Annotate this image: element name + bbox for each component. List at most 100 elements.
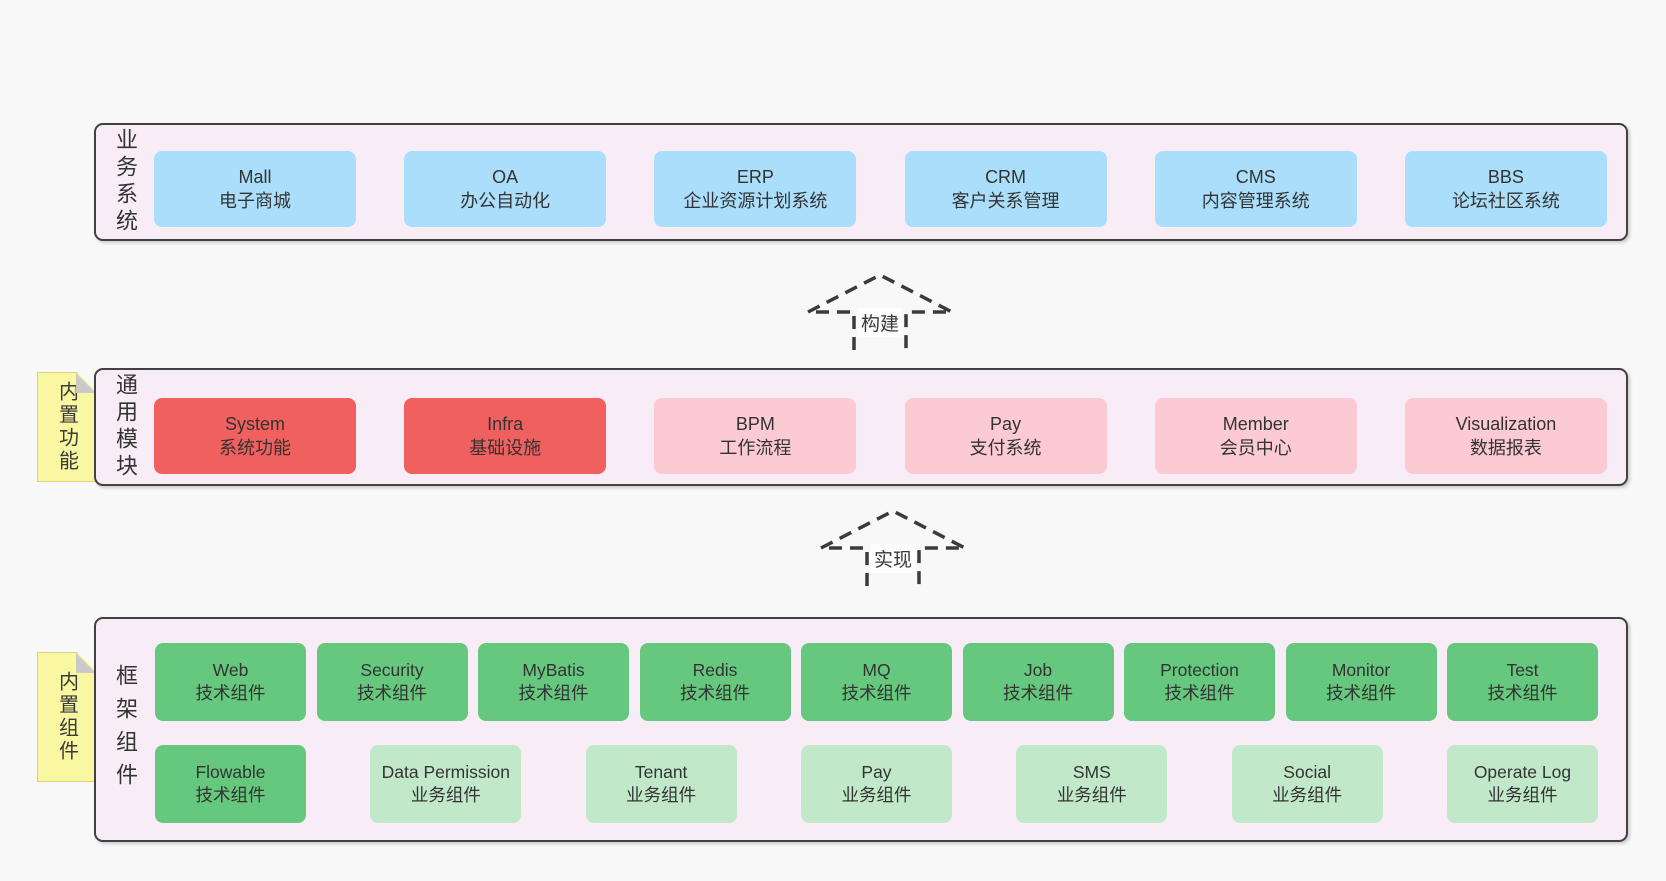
node-name: Member — [1222, 413, 1289, 434]
node-protection: Protection 技术组件 — [1124, 643, 1275, 721]
node-name: Protection — [1160, 660, 1239, 681]
node-desc: 技术组件 — [1487, 683, 1558, 703]
node-name: OA — [492, 166, 519, 187]
business-systems-row: Mall 电子商城 OA 办公自动化 ERP 企业资源计划系统 CRM 客户关系… — [154, 151, 1607, 227]
node-data-permission: Data Permission 业务组件 — [370, 745, 522, 823]
node-cms: CMS 内容管理系统 — [1154, 151, 1357, 227]
node-desc: 业务组件 — [626, 785, 697, 805]
node-infra: Infra 基础设施 — [404, 398, 607, 474]
band-label-common-modules: 通用模块 — [113, 373, 138, 481]
node-desc: 基础设施 — [469, 438, 542, 458]
node-tenant: Tenant 业务组件 — [585, 745, 737, 823]
node-job: Job 技术组件 — [962, 643, 1114, 721]
node-desc: 业务组件 — [1056, 785, 1127, 805]
framework-components-grid: Web 技术组件 Security 技术组件 MyBatis 技术组件 Redi… — [155, 643, 1598, 823]
node-desc: 技术组件 — [518, 683, 589, 703]
node-desc: 技术组件 — [1003, 683, 1073, 703]
node-name: System — [224, 413, 285, 434]
node-member: Member 会员中心 — [1154, 398, 1357, 474]
node-pay-module: Pay 支付系统 — [904, 398, 1107, 474]
node-desc: 技术组件 — [195, 683, 266, 703]
node-desc: 系统功能 — [219, 438, 291, 458]
node-pay-component: Pay 业务组件 — [800, 745, 952, 823]
node-name: Tenant — [634, 762, 688, 783]
node-desc: 企业资源计划系统 — [683, 191, 828, 211]
node-redis: Redis 技术组件 — [639, 643, 791, 721]
node-desc: 会员中心 — [1219, 438, 1292, 458]
up-arrow-build: 构建 — [805, 272, 955, 350]
node-desc: 业务组件 — [841, 785, 912, 805]
band-business-systems: 业务系统 Mall 电子商城 OA 办公自动化 ERP 企业资源计划系统 CRM… — [94, 123, 1628, 241]
sticky-label-builtin-components: 内置组件 — [55, 671, 78, 763]
node-desc: 技术组件 — [195, 785, 266, 805]
node-desc: 技术组件 — [1326, 683, 1396, 703]
node-desc: 业务组件 — [1272, 785, 1343, 805]
node-name: Data Permission — [381, 762, 511, 783]
node-visualization: Visualization 数据报表 — [1404, 398, 1607, 474]
node-security: Security 技术组件 — [316, 643, 468, 721]
band-label-framework-components: 框架组件 — [113, 663, 138, 796]
node-desc: 客户关系管理 — [951, 191, 1060, 211]
node-name: Monitor — [1331, 660, 1391, 681]
band-label-business-systems: 业务系统 — [113, 128, 138, 236]
node-web: Web 技术组件 — [155, 643, 306, 721]
node-name: ERP — [736, 166, 774, 187]
up-arrow-implement: 实现 — [818, 508, 968, 586]
node-oa: OA 办公自动化 — [404, 151, 607, 227]
node-crm: CRM 客户关系管理 — [904, 151, 1107, 227]
node-desc: 工作流程 — [719, 438, 792, 458]
node-desc: 技术组件 — [1164, 683, 1235, 703]
node-name: CMS — [1235, 166, 1276, 187]
node-desc: 业务组件 — [410, 785, 481, 805]
node-name: Mall — [238, 166, 272, 187]
node-desc: 技术组件 — [841, 683, 912, 703]
node-name: Visualization — [1455, 413, 1557, 434]
node-erp: ERP 企业资源计划系统 — [654, 151, 857, 227]
sticky-note-builtin-components: 内置组件 — [37, 652, 97, 782]
node-desc: 电子商城 — [219, 191, 291, 211]
node-flowable: Flowable 技术组件 — [155, 745, 306, 823]
arrow-label-implement: 实现 — [869, 544, 917, 573]
node-desc: 内容管理系统 — [1201, 191, 1310, 211]
arrow-label-build: 构建 — [856, 308, 904, 337]
band-framework-components: 框架组件 Web 技术组件 Security 技术组件 MyBatis 技术组件… — [94, 617, 1628, 842]
node-desc: 技术组件 — [357, 683, 427, 703]
node-name: Security — [360, 660, 424, 681]
node-desc: 技术组件 — [680, 683, 750, 703]
node-desc: 支付系统 — [969, 438, 1042, 458]
node-bbs: BBS 论坛社区系统 — [1404, 151, 1607, 227]
sticky-note-builtin-features: 内置功能 — [37, 372, 97, 482]
node-mall: Mall 电子商城 — [154, 151, 356, 227]
band-common-modules: 通用模块 System 系统功能 Infra 基础设施 BPM 工作流程 Pay… — [94, 368, 1628, 486]
node-desc: 数据报表 — [1469, 438, 1542, 458]
node-name: Flowable — [195, 762, 266, 783]
node-name: Test — [1506, 660, 1539, 681]
sticky-label-builtin-features: 内置功能 — [55, 381, 78, 473]
node-name: CRM — [985, 166, 1027, 187]
node-test: Test 技术组件 — [1447, 643, 1598, 721]
node-name: Redis — [692, 660, 738, 681]
node-name: Infra — [487, 413, 524, 434]
node-social: Social 业务组件 — [1231, 745, 1383, 823]
node-name: Pay — [990, 413, 1022, 434]
node-name: SMS — [1072, 762, 1111, 783]
node-desc: 业务组件 — [1487, 785, 1558, 805]
node-bpm: BPM 工作流程 — [654, 398, 857, 474]
node-name: Web — [212, 660, 249, 681]
node-name: Pay — [861, 762, 892, 783]
node-monitor: Monitor 技术组件 — [1285, 643, 1437, 721]
node-name: BBS — [1487, 166, 1524, 187]
node-system: System 系统功能 — [154, 398, 356, 474]
node-sms: SMS 业务组件 — [1016, 745, 1168, 823]
common-modules-row: System 系统功能 Infra 基础设施 BPM 工作流程 Pay 支付系统… — [154, 398, 1607, 474]
node-name: Social — [1283, 762, 1331, 783]
node-operate-log: Operate Log 业务组件 — [1446, 745, 1598, 823]
node-mybatis: MyBatis 技术组件 — [478, 643, 629, 721]
node-name: MQ — [862, 660, 891, 681]
node-name: MyBatis — [522, 660, 585, 681]
node-mq: MQ 技术组件 — [801, 643, 952, 721]
node-name: BPM — [735, 413, 775, 434]
node-name: Operate Log — [1473, 762, 1572, 783]
node-name: Job — [1023, 660, 1053, 681]
node-desc: 论坛社区系统 — [1451, 191, 1560, 211]
